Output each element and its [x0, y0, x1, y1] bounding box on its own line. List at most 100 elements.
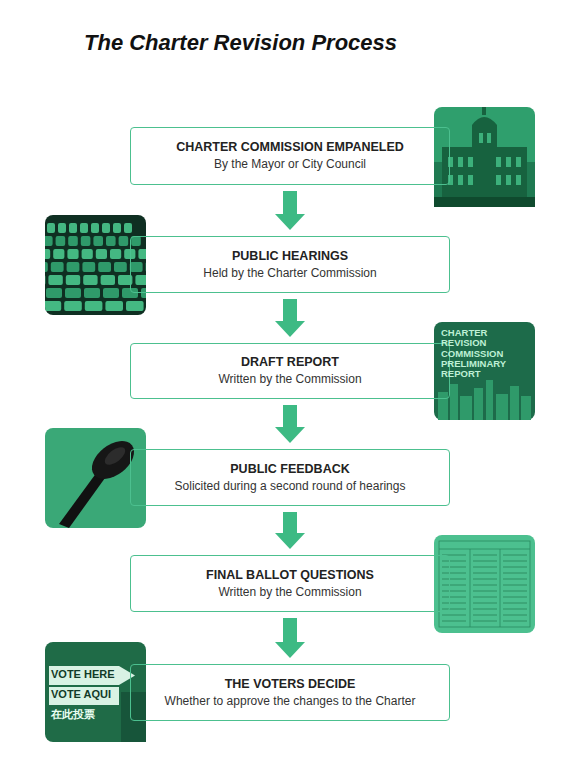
ballot-text-line: [473, 621, 497, 622]
ballot-text-line: [442, 585, 466, 586]
chair-shape: [56, 236, 66, 246]
ballot-text-line: [442, 621, 466, 622]
chair-shape: [65, 288, 81, 298]
chair-shape: [84, 288, 100, 298]
chair-shape: [124, 223, 132, 233]
chair-shape: [105, 301, 123, 311]
chair-shape: [135, 275, 146, 285]
ballot-text-line: [442, 573, 466, 574]
ballot-text-line: [503, 609, 527, 610]
chair-shape: [47, 223, 55, 233]
step-heading: CHARTER COMMISSION EMPANELED: [176, 140, 404, 155]
chair-shape: [103, 288, 119, 298]
process-box: THE VOTERS DECIDE Whether to approve the …: [130, 664, 450, 721]
chair-shape: [82, 249, 93, 259]
report-title-text: CHARTER REVISION COMMISSION PRELIMINARY …: [441, 328, 506, 379]
process-box: CHARTER COMMISSION EMPANELED By the Mayor…: [130, 127, 450, 185]
chair-shape: [67, 262, 80, 272]
flow-arrow: [275, 299, 305, 337]
step-description: Held by the Charter Commission: [203, 266, 376, 281]
chair-shape: [126, 301, 144, 311]
ballot-text-line: [473, 555, 497, 556]
chair-shape: [68, 236, 78, 246]
ballot-text-line: [473, 609, 497, 610]
ballot-text-line: [473, 585, 497, 586]
chair-shape: [45, 301, 61, 311]
chair-shape: [141, 288, 146, 298]
step-heading: THE VOTERS DECIDE: [225, 677, 356, 692]
chair-shape: [45, 236, 53, 246]
ballot-text-line: [503, 597, 527, 598]
ballot-text-line: [442, 579, 466, 580]
ballot-text-line: [473, 573, 497, 574]
ballot-text-line: [503, 579, 527, 580]
ballot-text-line: [503, 573, 527, 574]
process-box: FINAL BALLOT QUESTIONS Written by the Com…: [130, 555, 450, 612]
chair-shape: [131, 236, 141, 246]
chair-shape: [45, 275, 46, 285]
ballot-text-line: [503, 603, 527, 604]
step-description: Solicited during a second round of heari…: [175, 479, 406, 494]
chair-shape: [53, 249, 64, 259]
step-heading: FINAL BALLOT QUESTIONS: [206, 568, 374, 583]
chair-shape: [138, 249, 146, 259]
chair-shape: [119, 236, 129, 246]
ballot-text-line: [473, 603, 497, 604]
ballot-text-line: [473, 597, 497, 598]
ballot-text-line: [503, 585, 527, 586]
chair-shape: [45, 249, 50, 259]
step-description: By the Mayor or City Council: [214, 157, 366, 172]
ballot-text-line: [442, 615, 466, 616]
chair-shape: [146, 262, 147, 272]
ballot-text-line: [442, 597, 466, 598]
chair-shape: [91, 223, 99, 233]
step-description: Whether to approve the changes to the Ch…: [165, 694, 416, 709]
diagram-title: The Charter Revision Process: [84, 30, 397, 56]
step-heading: PUBLIC HEARINGS: [232, 249, 348, 264]
step-heading: DRAFT REPORT: [241, 355, 339, 370]
ballot-text-line: [503, 615, 527, 616]
ballot-text-line: [473, 567, 497, 568]
ballot-text-line: [503, 567, 527, 568]
ballot-text-line: [503, 561, 527, 562]
chair-shape: [45, 262, 48, 272]
chair-shape: [58, 223, 66, 233]
ballot-text-line: [473, 591, 497, 592]
chair-shape: [98, 262, 111, 272]
chair-shape: [81, 236, 91, 246]
chair-shape: [113, 223, 121, 233]
chair-shape: [114, 262, 127, 272]
sign-text: VOTE HERE: [51, 669, 115, 681]
step-description: Written by the Commission: [218, 585, 361, 600]
chair-shape: [80, 223, 88, 233]
chair-shape: [110, 249, 121, 259]
ballot-text-line: [473, 615, 497, 616]
chair-shape: [69, 223, 77, 233]
process-box: PUBLIC HEARINGS Held by the Charter Commi…: [130, 236, 450, 293]
process-box: DRAFT REPORT Written by the Commission: [130, 343, 450, 399]
chair-shape: [102, 223, 110, 233]
sign-text: VOTE AQUI: [51, 689, 111, 701]
sign-text: 在此投票: [51, 709, 95, 721]
flow-arrow: [275, 405, 305, 443]
ballot-text-line: [442, 567, 466, 568]
chair-shape: [64, 301, 82, 311]
chair-shape: [51, 262, 64, 272]
flow-arrow: [275, 618, 305, 658]
ballot-text-line: [503, 621, 527, 622]
ballot-text-line: [473, 561, 497, 562]
chair-shape: [82, 262, 95, 272]
chair-shape: [106, 236, 116, 246]
chair-shape: [101, 275, 115, 285]
chair-shape: [66, 275, 80, 285]
ballot-text-line: [442, 561, 466, 562]
chair-shape: [83, 275, 97, 285]
ballot-text-line: [442, 591, 466, 592]
ballot-text-line: [442, 603, 466, 604]
step-description: Written by the Commission: [218, 372, 361, 387]
chair-shape: [48, 275, 62, 285]
ballot-text-line: [503, 555, 527, 556]
chair-shape: [85, 301, 103, 311]
chair-shape: [93, 236, 103, 246]
